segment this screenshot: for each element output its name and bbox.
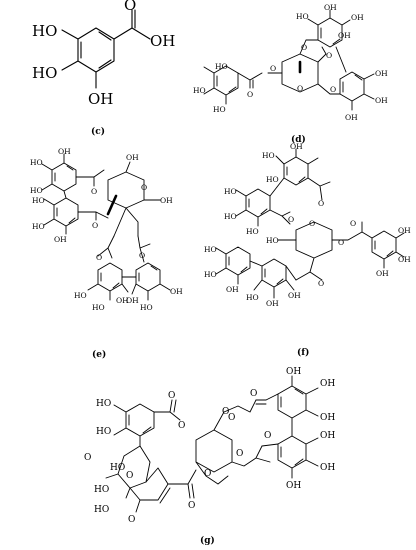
panel-label-g: (g) <box>200 535 215 546</box>
carboxyl-oh-label: OH <box>150 32 175 50</box>
f-oh-2: OH <box>398 226 411 235</box>
g-o-6: O <box>178 421 185 431</box>
d-ho-3: HO <box>193 86 206 95</box>
d-o-2: O <box>301 43 307 52</box>
g-o-1: O <box>84 453 91 463</box>
g-ho-4: HO <box>94 485 109 495</box>
d-oh-5: OH <box>375 96 388 105</box>
f-oh-3: OH <box>398 255 411 264</box>
panel-label-f: (f) <box>297 347 309 358</box>
g-o-9: O <box>204 469 211 479</box>
d-oh-4: OH <box>375 69 388 78</box>
e-o-1: O <box>91 187 97 196</box>
d-oh-3: OH <box>338 31 351 40</box>
g-o-8: O <box>250 389 257 399</box>
e-oh-2: OH <box>54 235 67 244</box>
e-ho-7: HO <box>140 303 153 312</box>
e-oh-6: OH <box>126 296 139 305</box>
e-oh-4: OH <box>160 196 173 205</box>
d-oh-1: OH <box>324 3 337 12</box>
d-ho-2: HO <box>215 62 228 71</box>
e-ho-3: HO <box>32 196 45 205</box>
structure-f: HO OH HO HO HO HO O O O HO O O OH OH OH … <box>204 142 411 358</box>
f-ho-7: HO <box>204 245 217 254</box>
f-o-3: O <box>350 219 356 228</box>
d-ho-4: HO <box>213 105 226 114</box>
f-oh-4: OH <box>376 269 389 278</box>
g-o-3: O <box>128 515 135 525</box>
e-oh-1: OH <box>58 147 71 156</box>
f-ho-2: HO <box>266 175 279 184</box>
structure-d: HO OH OH OH OH OH OH O O O O O O HO HO H <box>193 3 388 145</box>
f-oh-5: OH <box>226 285 239 294</box>
f-ring-o: O <box>309 219 315 228</box>
f-oh-7: OH <box>288 291 301 300</box>
e-oh-3: OH <box>126 153 139 162</box>
panel-label-c: (c) <box>91 126 105 137</box>
g-oh-4: OH <box>320 431 335 441</box>
structure-e: HO OH HO HO HO OH O O O OH OH O O HO HO <box>30 147 183 360</box>
e-o-2: O <box>92 221 98 230</box>
f-oh-6: OH <box>266 299 279 308</box>
g-oh-2: OH <box>320 379 335 389</box>
g-oh-1: OH <box>286 367 301 377</box>
f-ho-1: HO <box>262 151 275 160</box>
g-oh-6: OH <box>286 481 301 491</box>
g-o-10: O <box>236 449 243 459</box>
d-o-1: O <box>326 51 332 60</box>
g-ho-5: HO <box>94 505 109 515</box>
g-o-11: O <box>264 431 271 441</box>
f-ho-9: HO <box>246 293 259 302</box>
hydroxyl-label-1: HO <box>32 22 57 40</box>
e-ring-o: O <box>141 183 147 192</box>
e-ho-5: HO <box>74 291 87 300</box>
f-ho-6: HO <box>266 236 279 245</box>
f-ho-3: HO <box>224 187 237 196</box>
hydroxyl-label-3: OH <box>88 90 113 108</box>
hydroxyl-label-2: HO <box>32 64 57 82</box>
e-ho-4: HO <box>32 222 45 231</box>
e-ho-2: HO <box>30 186 43 195</box>
d-oh-6: OH <box>345 113 358 122</box>
d-ho-1: HO <box>296 12 309 21</box>
d-o-4: O <box>270 64 276 73</box>
d-ring-o: O <box>297 84 303 93</box>
g-ho-1: HO <box>96 399 111 409</box>
g-o-5: O <box>168 391 175 401</box>
e-oh-5: OH <box>116 296 129 305</box>
g-oh-3: OH <box>320 413 335 423</box>
g-oh-5: OH <box>320 463 335 473</box>
g-ring-o: O <box>228 413 235 423</box>
carboxyl-oxygen-label: O <box>124 0 136 14</box>
g-o-4: O <box>188 501 195 511</box>
panel-label-d: (d) <box>291 134 306 145</box>
d-o-5: O <box>247 90 253 99</box>
f-ho-8: HO <box>204 270 217 279</box>
f-ho-5: HO <box>246 227 259 236</box>
f-oh-1: OH <box>290 142 303 151</box>
f-o-2: O <box>318 199 324 208</box>
e-o-4: O <box>139 251 145 260</box>
g-o-7: O <box>222 407 229 417</box>
f-o-1: O <box>288 215 294 224</box>
e-ho-6: HO <box>92 303 105 312</box>
structure-c-gallic-acid: O OH HO HO OH (c) <box>32 0 175 137</box>
f-ho-4: HO <box>224 212 237 221</box>
d-o-3: O <box>330 85 336 94</box>
g-ho-3: HO <box>110 463 125 473</box>
d-oh-2: OH <box>351 13 364 22</box>
f-o-5: O <box>318 279 324 288</box>
e-o-3: O <box>96 253 102 262</box>
e-ho-1: HO <box>30 158 43 167</box>
structure-g: HO HO O HO HO O HO O O O O O O O O O O <box>84 367 335 546</box>
g-o-2: O <box>126 471 133 481</box>
g-ho-2: HO <box>96 427 111 437</box>
f-o-4: O <box>338 238 344 247</box>
e-oh-7: OH <box>170 287 183 296</box>
panel-label-e: (e) <box>92 349 106 360</box>
